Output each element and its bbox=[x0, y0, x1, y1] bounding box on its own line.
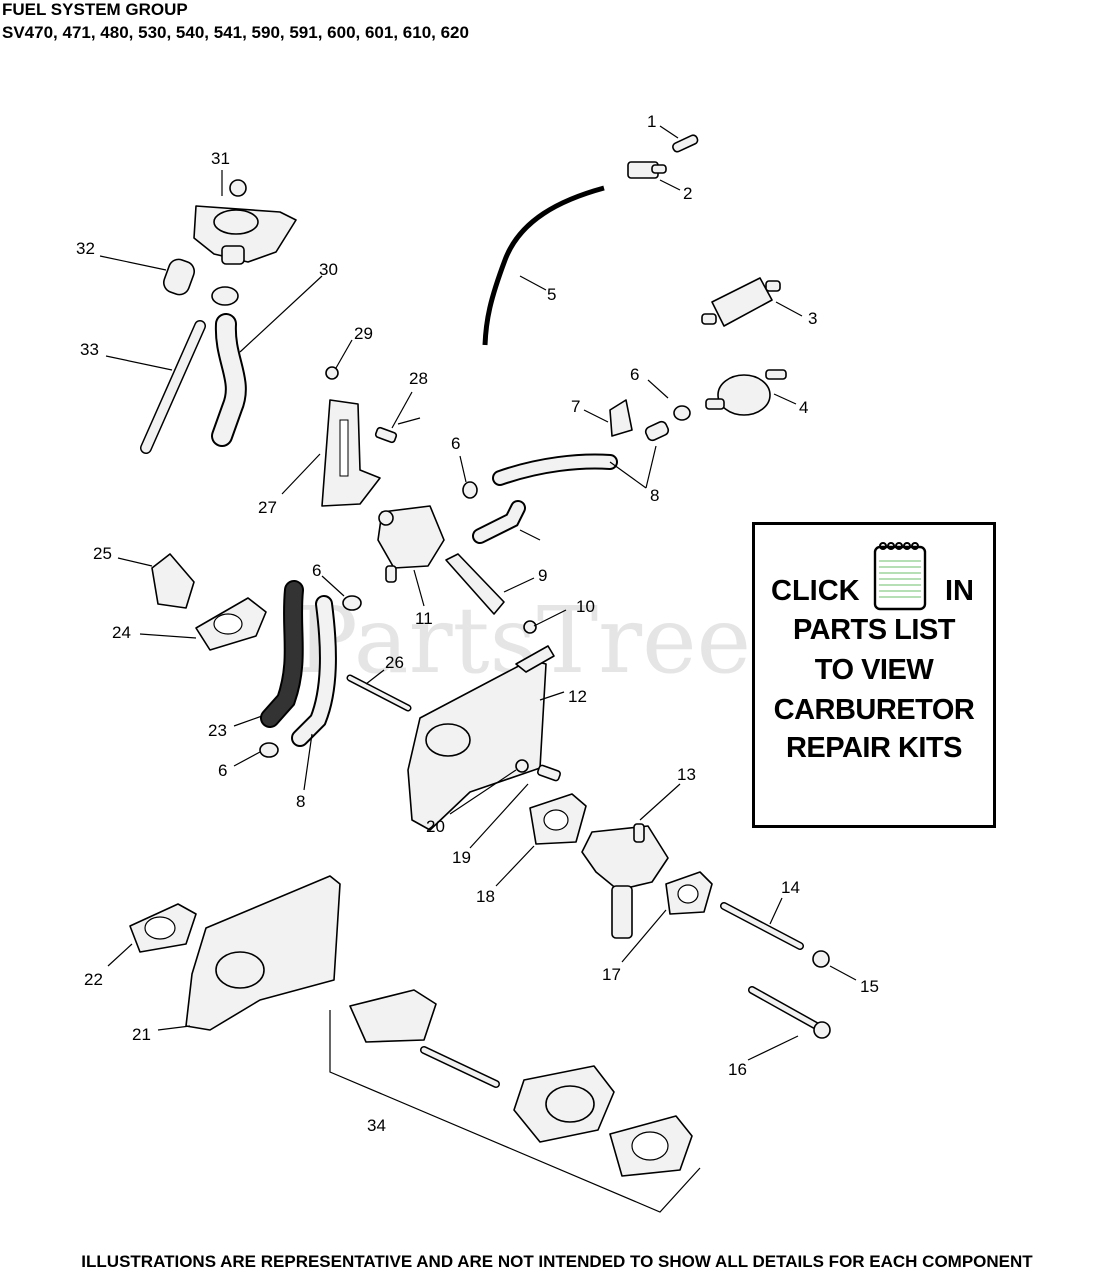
part-29-bolt bbox=[325, 366, 339, 380]
box-line-carburetor: CARBURETOR bbox=[773, 694, 975, 726]
callout-24: 24 bbox=[112, 623, 131, 642]
part-26-stud bbox=[346, 674, 412, 712]
leader-lines bbox=[99, 125, 857, 1061]
part-23-hose bbox=[260, 580, 304, 728]
callout-18: 18 bbox=[476, 887, 495, 906]
callout-20: 20 bbox=[426, 817, 445, 836]
part-21-heat-deflector bbox=[185, 875, 341, 1031]
part-8-hose-upper bbox=[492, 453, 618, 486]
callout-10: 10 bbox=[576, 597, 595, 616]
callout-27: 27 bbox=[258, 498, 277, 517]
part-6-clamp bbox=[259, 405, 691, 758]
part-11-fuel-pump bbox=[377, 505, 445, 583]
notepad-icon bbox=[873, 542, 927, 611]
part-32-filter-screen bbox=[162, 258, 196, 296]
callout-12: 12 bbox=[568, 687, 587, 706]
callout-6d: 6 bbox=[218, 761, 227, 780]
callout-21: 21 bbox=[132, 1025, 151, 1044]
part-10-screw bbox=[523, 620, 537, 634]
callout-26: 26 bbox=[385, 653, 404, 672]
part-4-fuel-filter bbox=[705, 369, 787, 416]
part-5-fuel-line bbox=[482, 185, 605, 346]
part-34-kit bbox=[329, 989, 701, 1213]
callout-14: 14 bbox=[781, 878, 800, 897]
part-8-hose-lower bbox=[291, 595, 337, 747]
click-label: CLICK bbox=[771, 575, 860, 607]
callout-6: 6 bbox=[630, 365, 639, 384]
page-title: FUEL SYSTEM GROUP bbox=[2, 0, 188, 19]
part-28-screw bbox=[374, 426, 398, 444]
callout-22: 22 bbox=[84, 970, 103, 989]
part-24-gasket bbox=[195, 597, 267, 651]
part-17-gasket bbox=[665, 871, 713, 915]
part-22-gasket bbox=[129, 903, 197, 953]
part-7-clip bbox=[609, 399, 633, 437]
part-15-nut bbox=[812, 950, 830, 968]
part-19-screw bbox=[536, 764, 562, 782]
callout-15: 15 bbox=[860, 977, 879, 996]
callout-16: 16 bbox=[728, 1060, 747, 1079]
part-12-heat-deflector bbox=[407, 645, 555, 831]
box-line-parts-list: PARTS LIST bbox=[792, 614, 956, 646]
callout-17: 17 bbox=[602, 965, 621, 984]
callout-2: 2 bbox=[683, 184, 692, 203]
callout-11: 11 bbox=[415, 609, 433, 628]
callout-7: 7 bbox=[571, 397, 580, 416]
model-list: SV470, 471, 480, 530, 540, 541, 590, 591… bbox=[2, 23, 469, 42]
part-14-stud bbox=[720, 902, 804, 950]
callout-34: 34 bbox=[367, 1116, 386, 1135]
box-line-to-view: TO VIEW bbox=[814, 654, 934, 686]
part-25-cover bbox=[151, 553, 195, 609]
callout-29: 29 bbox=[354, 324, 373, 343]
callout-8b: 8 bbox=[296, 792, 305, 811]
callout-31: 31 bbox=[211, 149, 230, 168]
callout-23: 23 bbox=[208, 721, 227, 740]
part-31-fuel-pump-housing bbox=[193, 179, 297, 265]
callout-33: 33 bbox=[80, 340, 99, 359]
callout-6b: 6 bbox=[451, 434, 460, 453]
part-1-pin bbox=[672, 134, 699, 153]
callout-30: 30 bbox=[319, 260, 338, 279]
callout-19: 19 bbox=[452, 848, 471, 867]
part-2-fitting bbox=[627, 161, 667, 179]
box-line-repair-kits: REPAIR KITS bbox=[785, 732, 963, 764]
callout-9: 9 bbox=[538, 566, 547, 585]
callout-3: 3 bbox=[808, 309, 817, 328]
part-33-hose bbox=[140, 320, 206, 454]
callout-labels: 1 2 3 4 5 6 7 8 6 6 9 10 11 12 13 14 15 … bbox=[76, 112, 879, 1135]
part-8-hose-middle bbox=[472, 500, 526, 544]
callout-28: 28 bbox=[409, 369, 428, 388]
in-label: IN bbox=[945, 575, 974, 607]
part-8-hose-short bbox=[644, 420, 670, 442]
part-16-bolt bbox=[748, 986, 831, 1039]
callout-13: 13 bbox=[677, 765, 696, 784]
callout-1: 1 bbox=[647, 112, 656, 131]
part-13-carburetor bbox=[581, 823, 669, 939]
disclaimer-footer: ILLUSTRATIONS ARE REPRESENTATIVE AND ARE… bbox=[81, 1252, 1033, 1271]
part-9-strap bbox=[445, 553, 505, 615]
callout-5: 5 bbox=[547, 285, 556, 304]
callout-6c: 6 bbox=[312, 561, 321, 580]
callout-4: 4 bbox=[799, 398, 808, 417]
callout-8: 8 bbox=[650, 486, 659, 505]
part-27-bracket bbox=[321, 399, 381, 507]
carburetor-repair-kits-link[interactable]: CLICK IN PARTS LIST TO VIEW CARBURETOR R… bbox=[752, 522, 996, 828]
part-30-hose bbox=[211, 313, 247, 447]
hose-clamp bbox=[211, 286, 239, 306]
callout-32: 32 bbox=[76, 239, 95, 258]
callout-25: 25 bbox=[93, 544, 112, 563]
part-3-fuel-filter bbox=[701, 277, 781, 327]
part-20-washer bbox=[515, 759, 529, 773]
part-18-gasket bbox=[529, 793, 587, 845]
